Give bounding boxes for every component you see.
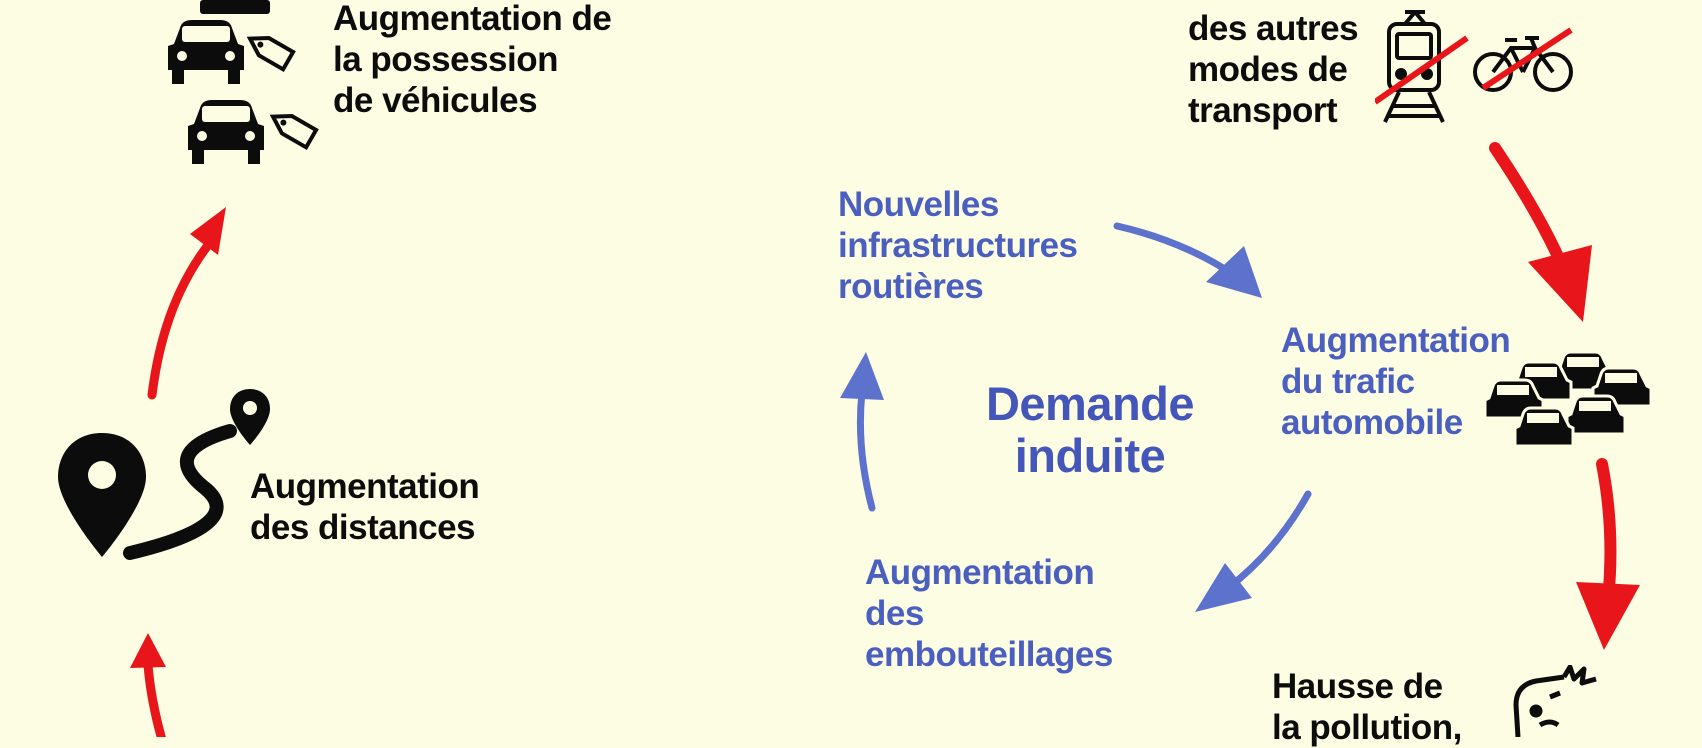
outer-arrow-traffic-to-pollution	[1576, 458, 1640, 650]
label-new-roads: Nouvelles infrastructures routières	[838, 185, 1078, 306]
cars-with-price-tags-icon	[168, 0, 319, 164]
inner-arrow-roads-to-traffic	[1113, 222, 1262, 298]
stressed-person-icon	[1513, 665, 1597, 737]
outer-arrow-bottom-to-distances	[130, 633, 166, 737]
outer-arrow-distances-to-ownership	[147, 207, 226, 400]
crossed-out-train-and-bicycle-icon	[1375, 10, 1573, 123]
center-title: Demande induite	[985, 377, 1195, 482]
label-vehicle-ownership: Augmentation de la possession de véhicul…	[333, 0, 612, 120]
traffic-jam-cars-icon	[1485, 352, 1653, 448]
label-more-traffic: Augmentation du trafic automobile	[1281, 321, 1511, 442]
inner-arrow-congestion-to-roads	[840, 352, 884, 512]
inner-arrow-traffic-to-congestion	[1195, 490, 1312, 612]
route-with-location-pins-icon	[58, 389, 270, 560]
label-pollution: Hausse de la pollution,	[1272, 667, 1462, 747]
label-distances: Augmentation des distances	[250, 467, 480, 547]
label-more-congestion: Augmentation des embouteillages	[865, 553, 1113, 674]
outer-arrow-modes-to-traffic	[1489, 142, 1592, 322]
label-other-modes: des autres modes de transport	[1188, 9, 1359, 130]
